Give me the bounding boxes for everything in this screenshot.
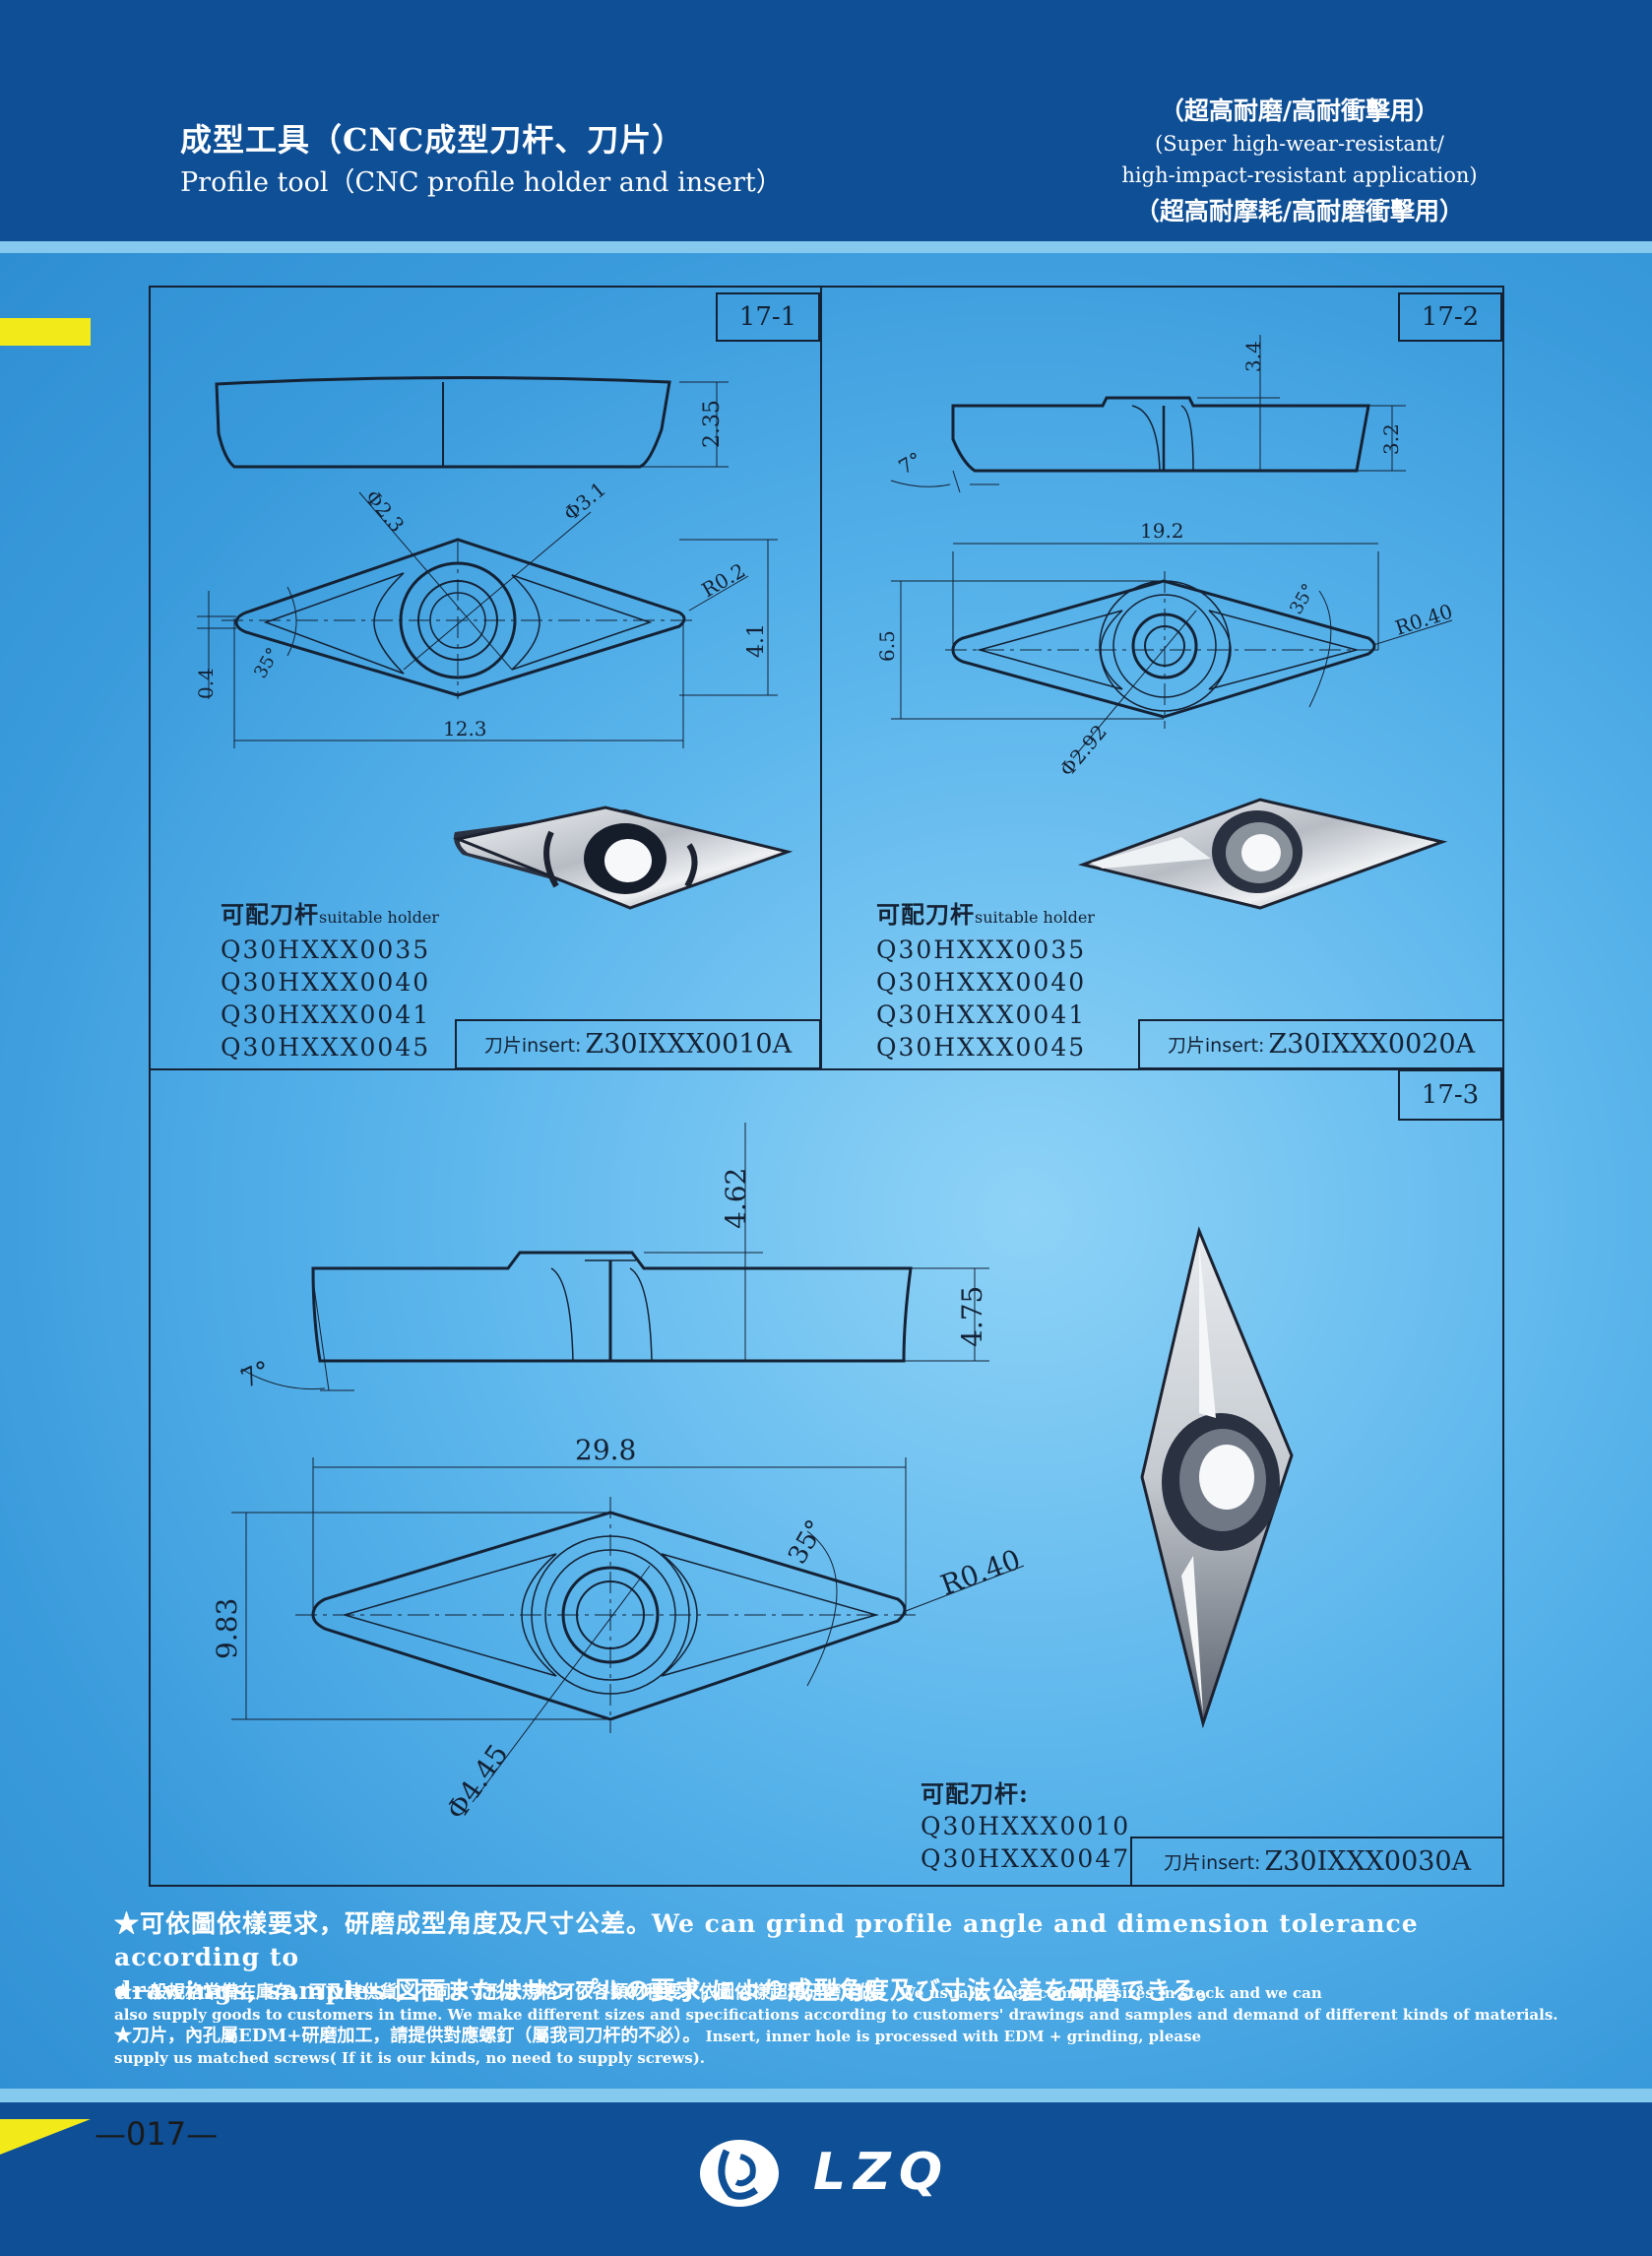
note-line: supply us matched screws( If it is our k… [114,2049,706,2067]
drawing-17-2-side-view [890,335,1406,493]
note-line: also supply goods to customers in time. … [114,2006,1558,2024]
dim-17-2-f: 35° [1286,580,1319,617]
note-text-en: Insert, inner hole is processed with EDM… [705,2028,1202,2045]
holder-item: Q30HXXX0045 [221,1033,431,1062]
holder-list-17-3: 可配刀杆: Q30HXXX0010 Q30HXXX0047 [921,1777,1130,1875]
footer-strip [0,2089,1652,2102]
dim-17-1-a: 2.35 [700,400,725,448]
dim-17-3-e: 9.83 [211,1598,243,1659]
drawing-17-1-side-view [215,375,729,469]
dim-17-3-h: Φ4.45 [440,1738,515,1826]
holder-item: Q30HXXX0041 [876,1000,1087,1029]
application-cn: （超高耐磨/高耐衝擊用） [1159,97,1440,125]
holder-item: Q30HXXX0040 [876,968,1087,997]
dim-17-1-e: 4.1 [744,623,769,658]
panel-divider-vertical [820,286,822,1069]
holder-title-17-3: 可配刀杆: [921,1779,1029,1808]
insert-photo-17-1 [452,806,794,910]
dim-17-2-b: 3.2 [1379,423,1403,455]
note-text-cn: ★刀片，內孔屬EDM+研磨加工，請提供對應螺釘（屬我司刀杆的不必）。 [114,2026,701,2046]
holder-list-17-2: 可配刀杆suitable holder Q30HXXX0035 Q30HXXX0… [876,898,1095,1064]
note-line: drawings, samples.図面またはサンプルの要求,により成型角度及び… [114,1976,1223,2005]
dim-17-1-g: 35° [250,644,284,681]
application-en-1: (Super high-wear-resistant/ [1155,132,1444,156]
dim-17-1-f: 0.4 [194,668,218,699]
dim-17-1-d: R0.2 [698,558,750,602]
holder-item: Q30HXXX0041 [221,1000,431,1029]
insert-code-17-2: 刀片insert:Z30IXXX0020A [1138,1019,1504,1069]
header-strip [0,241,1652,253]
panel-divider-horizontal [149,1068,1504,1070]
dim-17-1-b: Φ2.3 [360,485,409,537]
drawing-17-2-top-view [891,543,1453,759]
dim-17-1-c: Φ3.1 [559,477,610,525]
note-grinding: ★可依圖依樣要求，研磨成型角度及尺寸公差。We can grind profil… [114,1907,1571,2008]
dim-17-3-b: 4.75 [956,1286,988,1347]
holder-title-17-2: 可配刀杆suitable holder [876,898,1095,934]
dim-17-1-h: 12.3 [443,717,487,741]
insert-code: Z30IXXX0010A [585,1029,793,1060]
brand-logo-icon [700,2140,779,2207]
note-text-en: We usually keep common sizes in stock an… [899,1984,1322,2002]
dim-17-3-g: R0.40 [936,1543,1025,1602]
dim-17-3-f: 35° [783,1515,831,1570]
drawing-17-3-side-view [240,1123,989,1391]
insert-code: Z30IXXX0020A [1268,1029,1476,1060]
note-stock: ★一般規格常備在庫存，可及時供貨，不同尺寸形狀規格可依各類材種要求依圖依樣超精研… [114,1982,1571,2069]
brand-name: LZQ [813,2143,951,2202]
dim-17-2-e: 6.5 [875,630,899,662]
dim-17-3-a: 4.62 [720,1168,752,1229]
insert-prefix: 刀片insert: [1163,1852,1261,1874]
note-line: ★可依圖依樣要求，研磨成型角度及尺寸公差。We can grind profil… [114,1909,1419,1971]
holder-title-17-1: 可配刀杆suitable holder [221,898,439,934]
holder-item: Q30HXXX0035 [876,935,1087,964]
holder-title-cn: 可配刀杆 [221,900,319,929]
drawing-17-3-top-view [231,1457,1025,1803]
note-text-cn: ★一般規格常備在庫存，可及時供貨，不同尺寸形狀規格可依各類材種要求依圖依樣超精研… [114,1982,894,2003]
holder-list-17-1: 可配刀杆suitable holder Q30HXXX0035 Q30HXXX0… [221,898,439,1064]
note-line: ★刀片，內孔屬EDM+研磨加工，請提供對應螺釘（屬我司刀杆的不必）。 Inser… [114,2026,1571,2047]
holder-item: Q30HXXX0010 [921,1812,1131,1840]
header-band [0,0,1652,241]
dim-17-2-h: Φ2.92 [1054,720,1112,781]
panel-label-17-3: 17-3 [1398,1069,1502,1121]
insert-photo-17-3 [1140,1226,1294,1729]
insert-code-17-3: 刀片insert:Z30IXXX0030A [1130,1837,1504,1887]
dim-17-3-c: 7° [236,1356,275,1395]
drawing-frame [149,286,1504,1887]
note-line: ★一般規格常備在庫存，可及時供貨，不同尺寸形狀規格可依各類材種要求依圖依樣超精研… [114,1982,1571,2004]
insert-code-17-1: 刀片insert:Z30IXXX0010A [455,1019,821,1069]
dim-17-2-a: 3.4 [1241,341,1265,372]
dim-17-2-c: 7° [895,447,926,479]
holder-item: Q30HXXX0045 [876,1033,1087,1062]
holder-title-cn: 可配刀杆 [876,900,975,929]
insert-prefix: 刀片insert: [1167,1035,1265,1057]
application-jp: （超高耐摩耗/高耐磨衝擊用） [1134,197,1465,226]
application-en-2: high-impact-resistant application) [1121,163,1478,187]
yellow-accent-triangle [0,2119,91,2155]
dim-17-2-g: R0.40 [1392,600,1455,640]
panel-label-17-2: 17-2 [1398,292,1502,342]
yellow-accent-bar [0,318,91,346]
insert-code: Z30IXXX0030A [1264,1846,1472,1877]
page-number: —017— [95,2115,219,2153]
holder-item: Q30HXXX0047 [921,1844,1131,1873]
dim-17-2-d: 19.2 [1140,519,1184,543]
page-title-cn: 成型工具（CNC成型刀杆、刀片） [180,121,685,159]
content-background [0,253,1652,2099]
holder-title-en: suitable holder [319,908,439,927]
holder-item: Q30HXXX0040 [221,968,431,997]
drawing-17-1-top-view [197,491,778,748]
page-title-en: Profile tool（CNC profile holder and inse… [180,167,783,198]
holder-title-en: suitable holder [975,908,1095,927]
panel-label-17-1: 17-1 [716,292,820,342]
holder-item: Q30HXXX0035 [221,935,431,964]
footer-band [0,2102,1652,2256]
insert-photo-17-2 [1077,798,1448,910]
dim-17-3-d: 29.8 [575,1434,636,1466]
insert-prefix: 刀片insert: [483,1035,582,1057]
